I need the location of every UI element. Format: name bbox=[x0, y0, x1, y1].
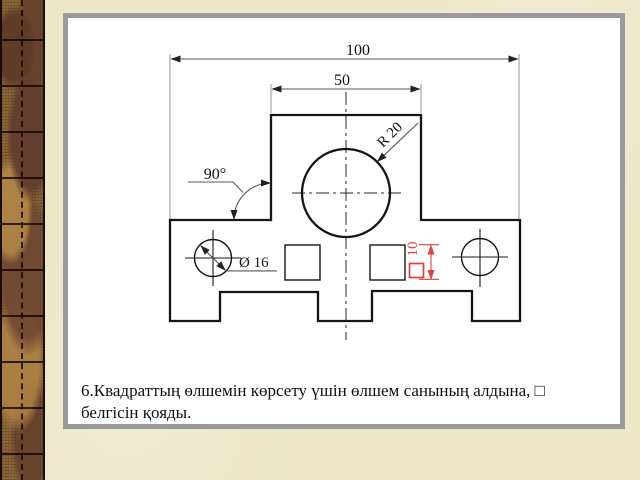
angle-leader bbox=[188, 181, 244, 193]
dim-label-r20: R 20 bbox=[374, 119, 406, 151]
dim-label-50: 50 bbox=[334, 72, 350, 89]
dim-label-100: 100 bbox=[346, 42, 370, 59]
center-hole-circle bbox=[300, 147, 392, 239]
dim-label-90deg: 90° bbox=[204, 166, 226, 183]
diameter-leader bbox=[200, 245, 226, 271]
caption-line-2: белгісін қояды. bbox=[81, 403, 192, 422]
radius-leader bbox=[376, 122, 419, 163]
ext-lines-50 bbox=[270, 84, 422, 113]
left-square-cutout bbox=[284, 244, 321, 281]
slide-border-ornament bbox=[0, 0, 45, 480]
angle-arc bbox=[230, 179, 271, 220]
caption-line-1: 6.Квадраттың өлшемін көрсету үшін өлшем … bbox=[81, 381, 545, 400]
right-square-cutout bbox=[369, 244, 406, 281]
square-dim-ticks bbox=[419, 244, 439, 280]
right-hole-crosshair bbox=[452, 229, 508, 287]
dim-label-diameter: Ø 16 bbox=[239, 255, 269, 271]
caption-text: 6.Квадраттың өлшемін көрсету үшін өлшем … bbox=[81, 380, 621, 424]
part-outline bbox=[168, 113, 522, 323]
ext-lines-100 bbox=[169, 54, 520, 219]
square-symbol-glyph bbox=[408, 262, 425, 279]
square-dim-value: 10 bbox=[405, 242, 421, 257]
drawing-frame bbox=[63, 13, 625, 429]
